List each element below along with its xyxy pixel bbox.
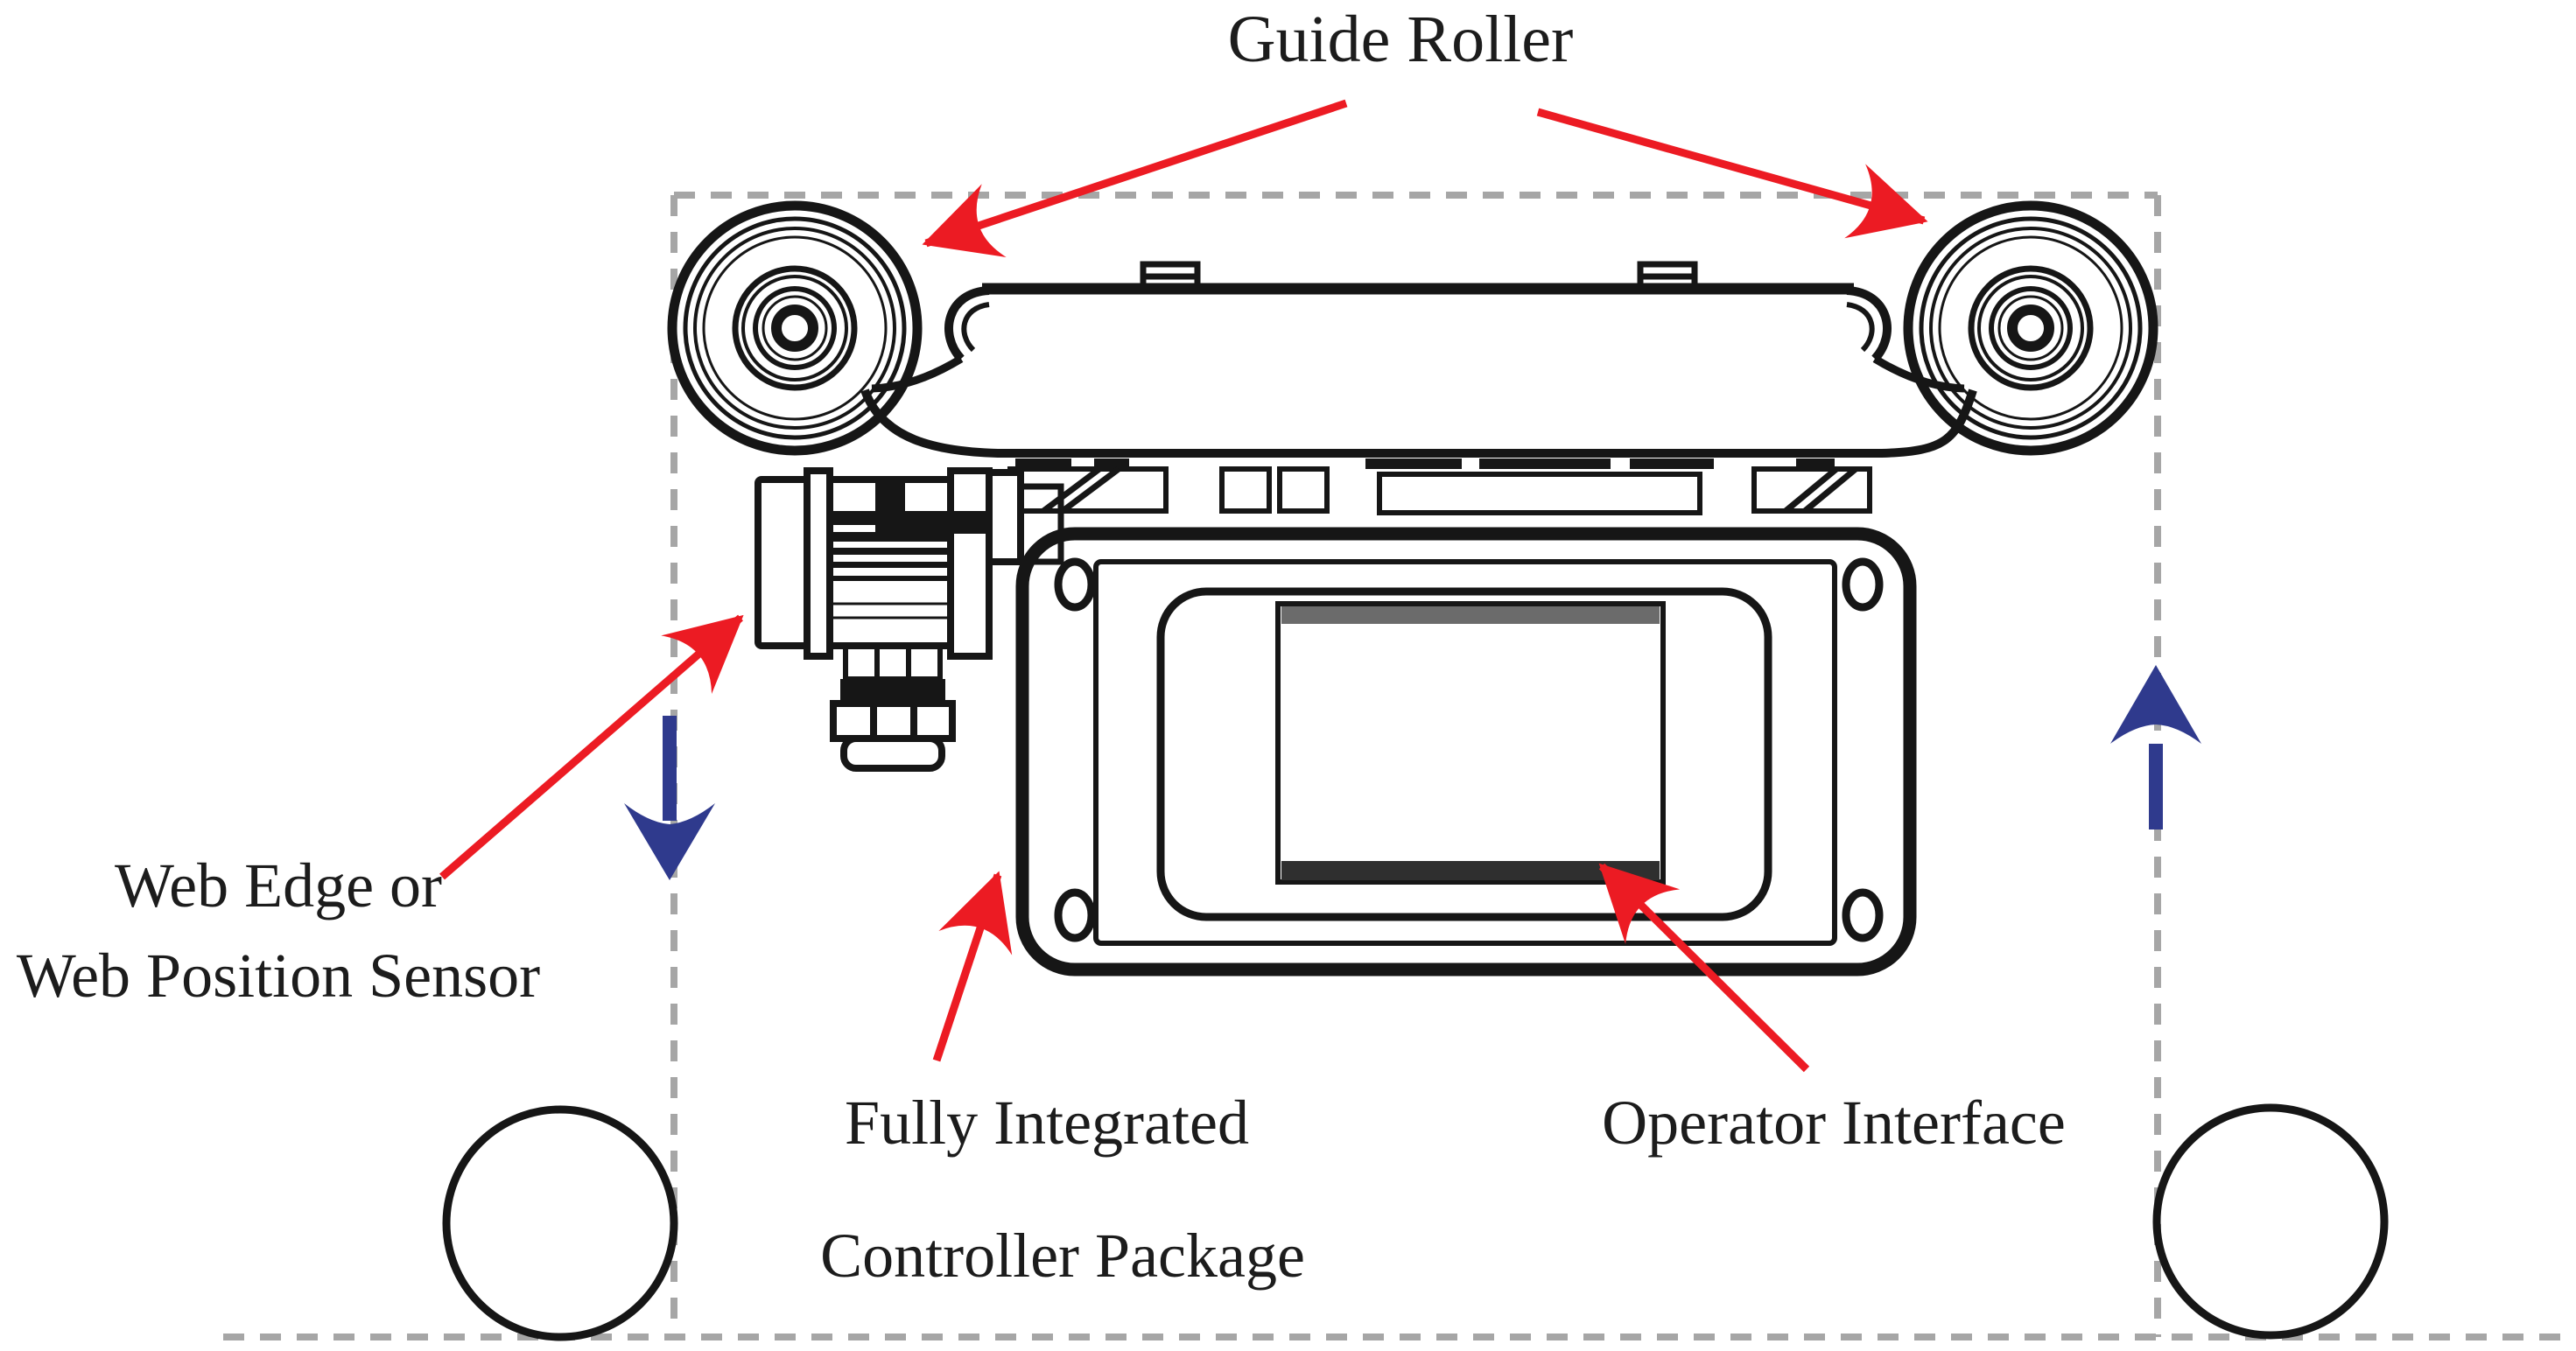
operator-interface-label: Operator Interface bbox=[1602, 1088, 2066, 1158]
operator-screen-icon bbox=[1275, 601, 1666, 885]
roller-yoke-frame bbox=[860, 261, 1977, 458]
controller-box-icon bbox=[1015, 527, 1917, 976]
guide-roller-right-arrow bbox=[1536, 108, 1928, 239]
guide-roller-label: Guide Roller bbox=[1227, 3, 1574, 76]
web-direction-down-arrow bbox=[624, 716, 715, 880]
unwind-roll-left-icon bbox=[442, 1105, 678, 1341]
web-sensor-icon bbox=[755, 467, 1064, 772]
web-sensor-arrow bbox=[439, 614, 744, 880]
operator-arrow bbox=[1598, 863, 1810, 1073]
web-direction-up-arrow bbox=[2110, 665, 2201, 830]
annotation-arrows bbox=[439, 99, 1928, 1073]
guide-roller-right-icon bbox=[1903, 200, 2158, 456]
web-sensor-label-line1: Web Edge or bbox=[114, 850, 443, 920]
guide-roller-left-icon bbox=[667, 200, 923, 456]
unwind-roll-right-icon bbox=[2152, 1103, 2389, 1340]
guide-roller-left-arrow bbox=[922, 99, 1348, 257]
controller-label-line1: Fully Integrated bbox=[845, 1088, 1249, 1158]
web-sensor-label-line2: Web Position Sensor bbox=[16, 941, 541, 1011]
mounting-bracket-row bbox=[1007, 458, 1872, 515]
controller-arrow bbox=[932, 871, 1013, 1062]
controller-label-line2: Controller Package bbox=[820, 1221, 1305, 1291]
